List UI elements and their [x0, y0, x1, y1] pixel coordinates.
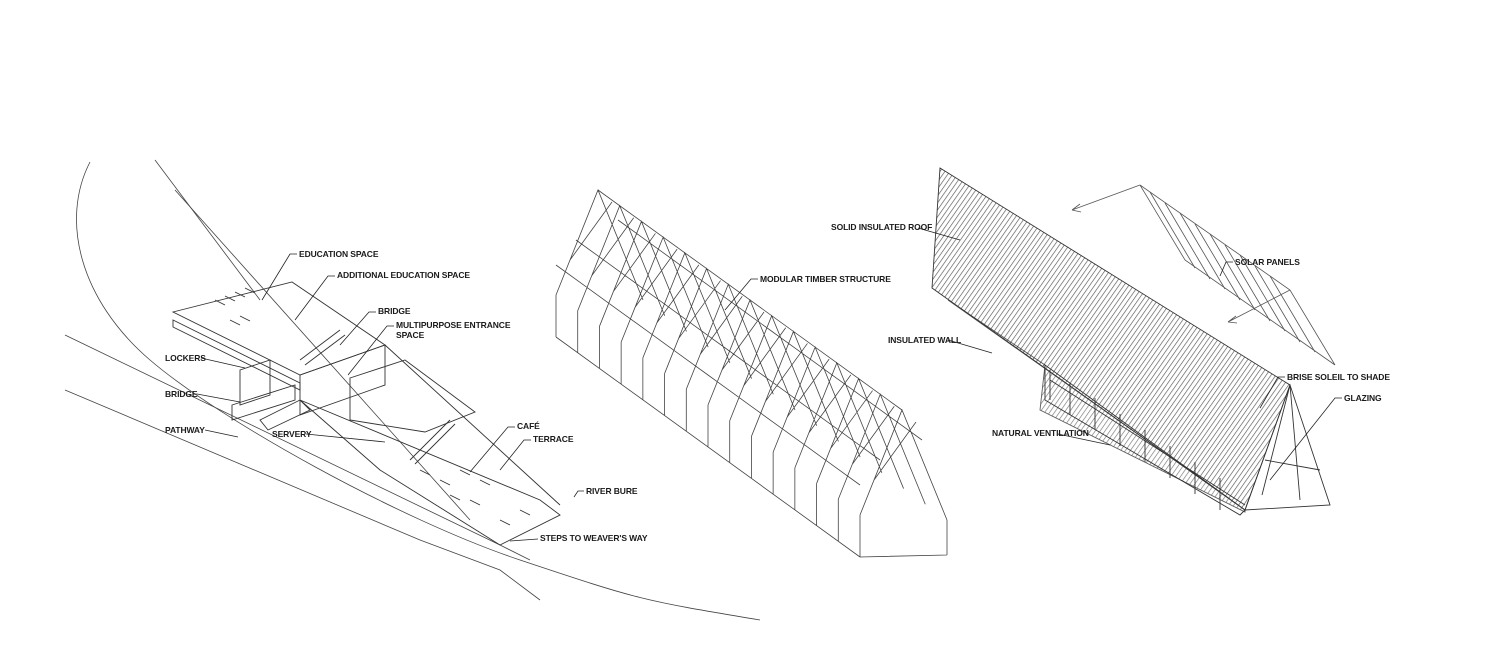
label-steps-to-weavers-way: STEPS TO WEAVER'S WAY	[540, 533, 648, 543]
timber-frame-structure	[555, 188, 948, 558]
leader-lines	[196, 227, 1342, 542]
label-multipurpose-entrance-1: MULTIPURPOSE ENTRANCE	[396, 320, 511, 330]
building-envelope	[931, 167, 1331, 516]
label-bridge-lower: BRIDGE	[165, 389, 198, 399]
cafe-building-plan	[171, 281, 561, 546]
label-education-space: EDUCATION SPACE	[299, 249, 379, 259]
label-brise-soleil: BRISE SOLEIL TO SHADE	[1287, 372, 1390, 382]
label-bridge-upper: BRIDGE	[378, 306, 411, 316]
label-cafe: CAFÉ	[517, 421, 540, 431]
label-solar-panels: SOLAR PANELS	[1235, 257, 1300, 267]
label-insulated-wall: INSULATED WALL	[888, 335, 962, 345]
label-servery: SERVERY	[272, 429, 312, 439]
label-terrace: TERRACE	[533, 434, 574, 444]
timber-frame-members	[555, 188, 948, 558]
label-pathway: PATHWAY	[165, 425, 205, 435]
solar-panels	[1071, 184, 1336, 366]
label-river-bure: RIVER BURE	[586, 486, 638, 496]
label-multipurpose-entrance-2: SPACE	[396, 330, 425, 340]
label-lockers: LOCKERS	[165, 353, 206, 363]
label-solid-insulated-roof: SOLID INSULATED ROOF	[831, 222, 933, 232]
label-additional-education-space: ADDITIONAL EDUCATION SPACE	[337, 270, 470, 280]
label-natural-ventilation: NATURAL VENTILATION	[992, 428, 1089, 438]
label-modular-timber-structure: MODULAR TIMBER STRUCTURE	[760, 274, 891, 284]
label-glazing: GLAZING	[1344, 393, 1382, 403]
